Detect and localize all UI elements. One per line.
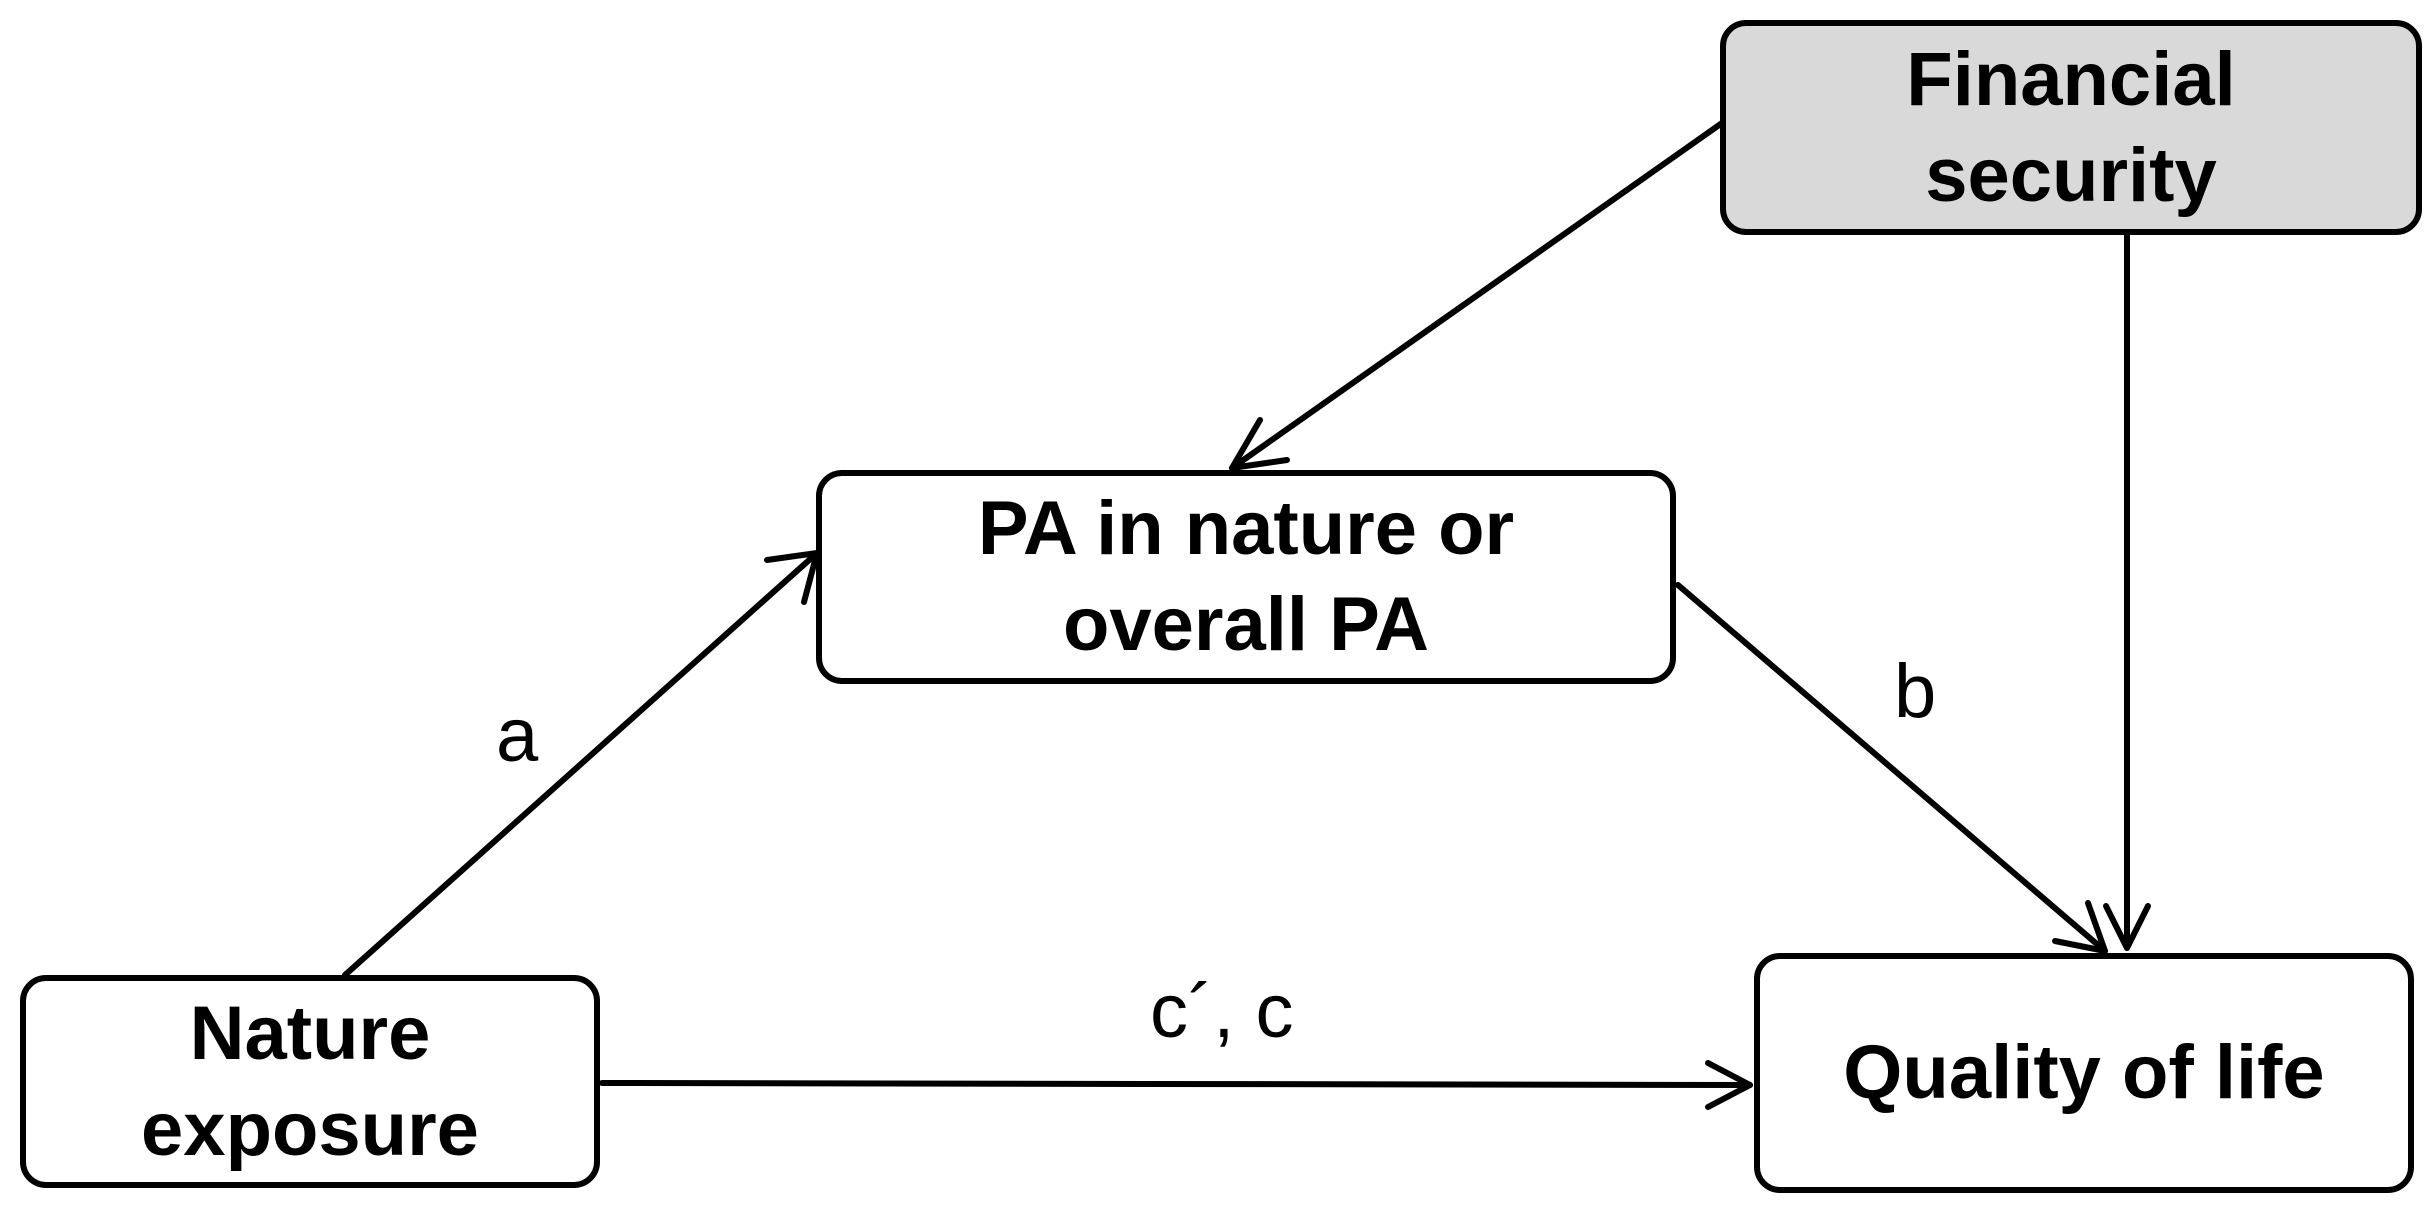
quality-of-life-box: Quality of life <box>1754 953 2414 1193</box>
arrowhead-financial-to-pa <box>1229 417 1290 471</box>
nature-exposure-line1: Nature <box>189 990 431 1076</box>
quality-of-life-label: Quality of life <box>1843 1030 2325 1115</box>
arrow-nature-to-pa <box>342 550 820 978</box>
pa-line1: PA in nature or <box>977 486 1515 571</box>
arrow-financial-to-pa <box>1229 120 1725 471</box>
financial-security-box: Financial security <box>1720 20 2422 235</box>
path-label-b: b <box>1894 649 1937 734</box>
financial-security-line1: Financial <box>1906 36 2236 122</box>
arrowhead-pa-to-qol <box>2052 900 2108 954</box>
arrowhead-nature-to-qol <box>1705 1060 1753 1110</box>
arrow-nature-to-qol <box>599 1080 1753 1088</box>
path-label-a: a <box>496 693 539 778</box>
arrow-pa-to-qol <box>1675 582 2108 954</box>
pa-line2: overall PA <box>1062 582 1430 667</box>
nature-exposure-line2: exposure <box>141 1086 479 1172</box>
nature-exposure-box: Nature exposure <box>20 975 600 1188</box>
arrowhead-financial-to-qol <box>2103 903 2151 951</box>
financial-security-line2: security <box>1925 132 2217 218</box>
path-label-c: c´, c <box>1150 969 1294 1054</box>
pa-box: PA in nature or overall PA <box>816 470 1676 684</box>
